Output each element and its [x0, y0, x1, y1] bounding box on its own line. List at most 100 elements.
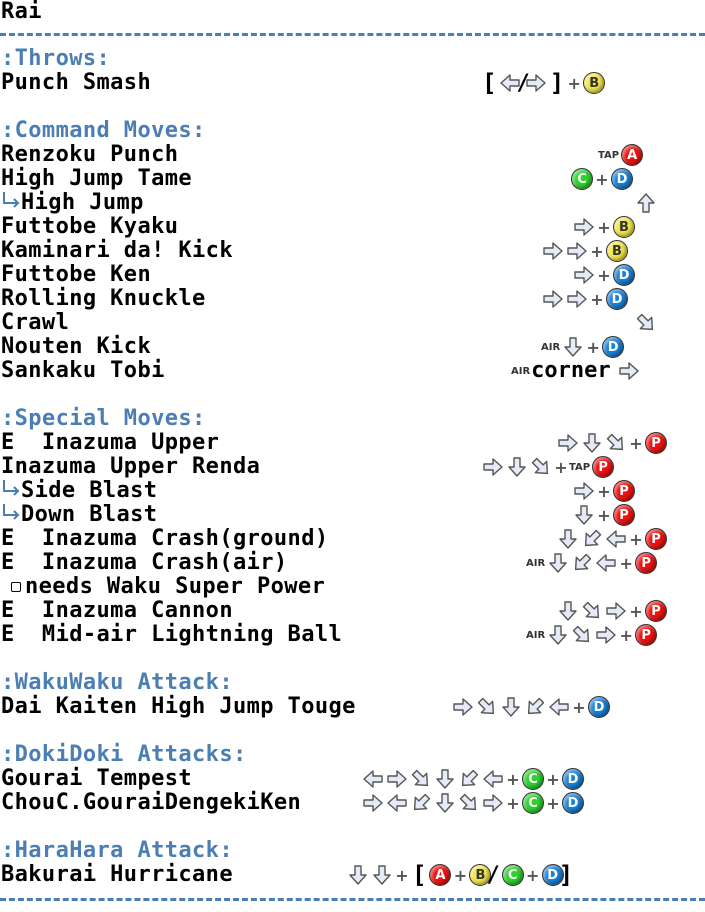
section-title-doki: :DokiDoki Attacks:	[1, 742, 247, 767]
arrow-right-icon	[387, 770, 407, 788]
arrow-down-icon	[549, 553, 567, 573]
arrow-right-icon	[596, 626, 616, 644]
plus: +	[619, 625, 633, 645]
divider-top	[0, 33, 705, 36]
move-inputs: + D	[451, 695, 611, 719]
arrow-down-icon	[583, 433, 601, 453]
arrow-right-icon	[363, 794, 383, 812]
move-name: E Inazuma Cannon	[1, 598, 233, 623]
move-inputs: + P	[556, 431, 668, 455]
button-d-icon: D	[606, 288, 628, 310]
air-tag: AIR	[541, 341, 561, 353]
arrow-right-icon	[606, 602, 626, 620]
arrow-down-icon	[575, 505, 593, 525]
arrow-down-icon	[508, 457, 526, 477]
move-row: E Inazuma Crash(ground) + P	[0, 527, 705, 551]
move-name: Futtobe Ken	[1, 262, 152, 287]
move-name: Nouten Kick	[1, 334, 152, 359]
section-waku: :WakuWaku Attack:	[0, 671, 705, 695]
plus: +	[590, 241, 604, 261]
move-label: High Jump	[1, 191, 144, 215]
move-inputs: AIR + P	[526, 623, 658, 647]
move-row: ChouC.GouraiDengekiKen + C + D	[0, 791, 705, 815]
button-c-icon: C	[571, 168, 593, 190]
arrow-down-right-icon	[606, 433, 624, 451]
move-inputs: AIR corner	[511, 359, 641, 383]
plus: +	[597, 217, 611, 237]
button-d-icon: D	[602, 336, 625, 358]
move-inputs: + D	[572, 263, 636, 287]
button-d-icon: D	[611, 168, 633, 190]
move-inputs: [ / ] + B	[480, 71, 606, 96]
button-p-icon: P	[645, 600, 667, 622]
arrow-down-right-icon	[531, 457, 549, 475]
arrow-down-icon	[549, 625, 567, 645]
move-inputs: + C + D	[361, 767, 585, 791]
button-p-icon: P	[613, 480, 635, 502]
move-inputs: + P	[572, 503, 636, 527]
button-p-icon: P	[645, 528, 667, 550]
move-row: Crawl	[0, 311, 705, 335]
plus: +	[619, 553, 633, 573]
move-name: E Mid-air Lightning Ball	[1, 622, 343, 647]
plus: +	[506, 793, 520, 813]
character-name: Rai	[1, 0, 42, 24]
button-b-icon: B	[469, 864, 492, 886]
move-name: High Jump	[21, 190, 144, 215]
move-row: E Inazuma Crash(air) AIR + P	[0, 551, 705, 575]
section-title-hara: :HaraHara Attack:	[1, 838, 233, 863]
arrow-right-icon	[453, 698, 473, 716]
section-doki: :DokiDoki Attacks:	[0, 743, 705, 767]
arrow-right-icon	[483, 458, 503, 476]
move-name: Side Blast	[21, 478, 158, 503]
button-d-icon: D	[588, 696, 610, 718]
move-inputs: + P	[556, 599, 668, 623]
waku-marker-icon	[11, 582, 21, 592]
move-row: Rolling Knuckle + D	[0, 287, 705, 311]
move-name: Rolling Knuckle	[1, 286, 206, 311]
button-d-icon: D	[613, 264, 635, 286]
move-inputs: + P	[556, 527, 668, 551]
arrow-down-right-icon	[411, 769, 429, 787]
move-name: E Inazuma Upper	[1, 430, 220, 455]
arrow-left-icon	[363, 770, 383, 788]
arrow-right-icon	[574, 482, 594, 500]
arrow-left-icon	[606, 530, 626, 548]
move-row: E Inazuma Upper + P	[0, 431, 705, 455]
plus: +	[554, 457, 568, 477]
move-inputs: + D	[541, 287, 629, 311]
button-c-icon: C	[522, 768, 544, 790]
button-d-icon: D	[562, 792, 584, 814]
button-b-icon: B	[583, 72, 606, 94]
arrow-down-right-icon	[572, 625, 590, 643]
plus: +	[595, 169, 609, 189]
move-label: Down Blast	[1, 503, 157, 527]
move-row: Inazuma Upper Renda + TAP P	[0, 455, 705, 479]
plus: +	[629, 433, 643, 453]
move-row: Kaminari da! Kick + B	[0, 239, 705, 263]
move-name: Renzoku Punch	[1, 142, 179, 167]
move-inputs	[634, 311, 658, 335]
move-name: Dai Kaiten High Jump Touge	[1, 694, 356, 719]
section-title-command: :Command Moves:	[1, 118, 206, 143]
plus: +	[526, 865, 540, 885]
move-row: High Jump Tame C + D	[0, 167, 705, 191]
arrow-right-icon	[526, 74, 546, 92]
move-name: High Jump Tame	[1, 166, 193, 191]
move-inputs: + B	[541, 239, 629, 263]
move-row: Futtobe Kyaku + B	[0, 215, 705, 239]
move-inputs: AIR + D	[541, 335, 625, 359]
button-p-icon: P	[635, 624, 658, 646]
move-name: Down Blast	[21, 502, 158, 527]
move-row: Side Blast + P	[0, 479, 705, 503]
plus: +	[586, 337, 600, 357]
arrow-down-left-icon	[413, 793, 431, 811]
plus: +	[506, 769, 520, 789]
move-name: E Inazuma Crash(air)	[1, 550, 288, 575]
move-row: E Mid-air Lightning Ball AIR + P	[0, 623, 705, 647]
subsequent-move-icon	[3, 504, 20, 520]
plus: +	[567, 73, 581, 93]
divider-bottom	[0, 898, 705, 901]
subsequent-move-icon	[3, 192, 20, 208]
arrow-down-right-icon	[582, 601, 600, 619]
